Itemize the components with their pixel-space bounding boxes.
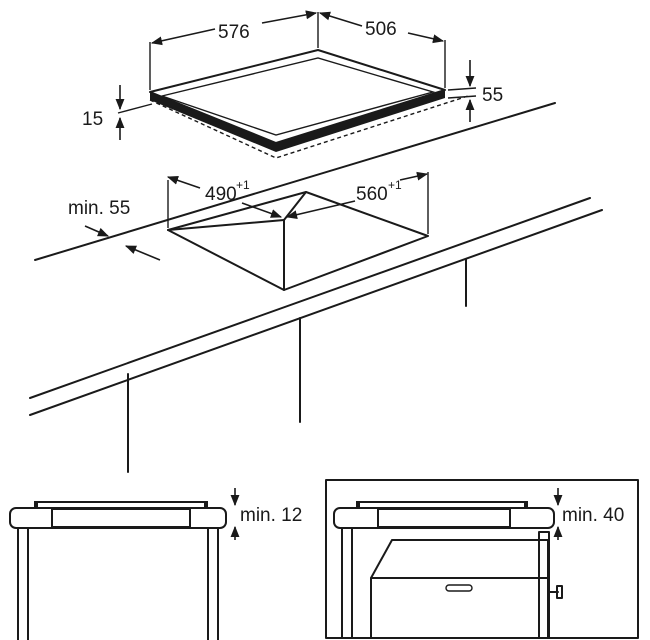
cutout-width-label: 560 [356, 184, 388, 205]
hob-drawing [117, 12, 477, 159]
dimension-arrows-cutout [84, 171, 429, 261]
dimension-arrows-hob [115, 10, 475, 140]
cutout-depth-tolerance: +1 [236, 178, 250, 192]
frame-height-label: 15 [82, 109, 103, 130]
hob-width-label: 576 [218, 22, 250, 43]
total-height-label: 55 [482, 85, 503, 106]
cutout-depth-label: 490 [205, 184, 237, 205]
section-right-drawing [325, 479, 639, 639]
section-left-drawing [9, 501, 227, 640]
edge-distance-label: min. 55 [68, 198, 130, 219]
right-clearance-label: min. 40 [562, 505, 624, 526]
hob-depth-label: 506 [365, 19, 397, 40]
cutout-width-tolerance: +1 [388, 178, 402, 192]
left-clearance-label: min. 12 [240, 505, 302, 526]
worktop-drawing [29, 102, 603, 473]
